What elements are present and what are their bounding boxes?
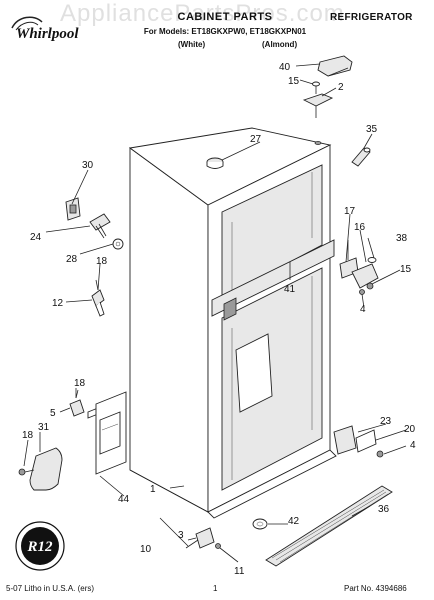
cabinet-base: [207, 449, 337, 519]
callout-24: 24: [30, 232, 42, 243]
callout-40: 40: [279, 62, 291, 73]
screw-18-cover: [18, 468, 26, 476]
callout-20: 20: [404, 424, 416, 435]
washer-28: [112, 238, 124, 250]
freezer-opening: [221, 164, 323, 299]
seal-text: R12: [26, 539, 53, 555]
model-numbers: For Models: ET18GKXPW0, ET18GKXPN01: [143, 27, 307, 36]
callout-28: 28: [66, 254, 78, 265]
bracket-24: [89, 213, 111, 231]
cabinet-body: [128, 127, 337, 519]
bottom-hinge-bracket: [333, 425, 357, 455]
grommet-assembly: [69, 388, 99, 419]
leader-lines: [23, 63, 407, 563]
callout-27: 27: [250, 134, 262, 145]
door-stop-bushing: [351, 147, 371, 167]
screw-4: [359, 289, 365, 295]
callout-41: 41: [284, 284, 296, 295]
toe-grille: [265, 485, 393, 567]
divider-mullion: [211, 239, 335, 317]
callout-12: 12: [52, 298, 64, 309]
footer-part-number: Part No. 4394686: [344, 584, 407, 593]
top-hinge-assembly: [302, 55, 353, 118]
top-hinge: [302, 93, 334, 107]
whirlpool-logo: [11, 16, 43, 31]
callout-30: 30: [82, 160, 94, 171]
callout-numbers: 40 15 2 27 35 30 24 28 18 12 41 17 16 38…: [22, 62, 416, 577]
grommet-42: [252, 518, 268, 530]
callout-2: 2: [338, 82, 344, 93]
r12-refrigerant-seal: R12: [15, 521, 65, 571]
bottom-hinge: [355, 429, 377, 453]
callout-36: 36: [378, 504, 390, 515]
top-plug: [206, 157, 224, 169]
diagram-title: CABINET PARTS: [177, 11, 273, 23]
callout-4-bottom: 4: [410, 440, 416, 451]
screw-11: [215, 543, 221, 549]
leveler-assembly: [185, 527, 221, 549]
callout-11: 11: [234, 566, 245, 577]
callout-18-mid: 18: [96, 256, 108, 267]
hinge-cover: [317, 55, 353, 77]
callout-15-mid: 15: [400, 264, 412, 275]
appliance-category: REFRIGERATOR: [330, 12, 413, 23]
footer-print-info: 5-07 Litho in U.S.A. (ers): [6, 584, 95, 593]
callout-10: 10: [140, 544, 152, 555]
mullion-end-cap: [223, 297, 237, 321]
callout-5: 5: [50, 408, 56, 419]
callout-15-top: 15: [288, 76, 300, 87]
callout-1: 1: [150, 484, 156, 495]
center-hinge: [351, 263, 379, 289]
liner-recess: [235, 333, 273, 413]
callout-35: 35: [366, 124, 378, 135]
callout-18-left: 18: [22, 430, 34, 441]
callout-42: 42: [288, 516, 300, 527]
top-hinge-hole: [314, 141, 322, 145]
fresh-food-opening: [221, 267, 323, 491]
clip-12-assembly: [91, 279, 105, 317]
callout-17: 17: [344, 206, 356, 217]
leveling-screw-assembly: [65, 197, 124, 250]
hinge-screw-15: [366, 282, 374, 290]
kick-plate-cover: [18, 447, 63, 491]
callout-38: 38: [396, 233, 408, 244]
callout-4-mid: 4: [360, 304, 366, 315]
watermark-text: AppliancePartsPros.com: [60, 0, 345, 27]
color-almond-label: (Almond): [262, 40, 298, 49]
screw-4-bottom: [376, 450, 384, 458]
callout-3: 3: [178, 530, 184, 541]
callout-31: 31: [38, 422, 50, 433]
callout-44: 44: [118, 494, 130, 505]
spacer-38: [367, 257, 377, 263]
bottom-hinge-assembly: [333, 425, 384, 458]
leveler-3: [195, 527, 215, 549]
callout-23: 23: [380, 416, 392, 427]
footer-page-number: 1: [213, 584, 218, 593]
side-panel-bracket: [95, 391, 127, 475]
brand-name: Whirlpool: [16, 26, 79, 42]
center-hinge-assembly: [339, 240, 379, 295]
color-white-label: (White): [178, 40, 206, 49]
hinge-screw: [312, 81, 320, 87]
cabinet-side-panel: [129, 147, 209, 513]
callout-18-lower: 18: [74, 378, 86, 389]
callout-16: 16: [354, 222, 366, 233]
